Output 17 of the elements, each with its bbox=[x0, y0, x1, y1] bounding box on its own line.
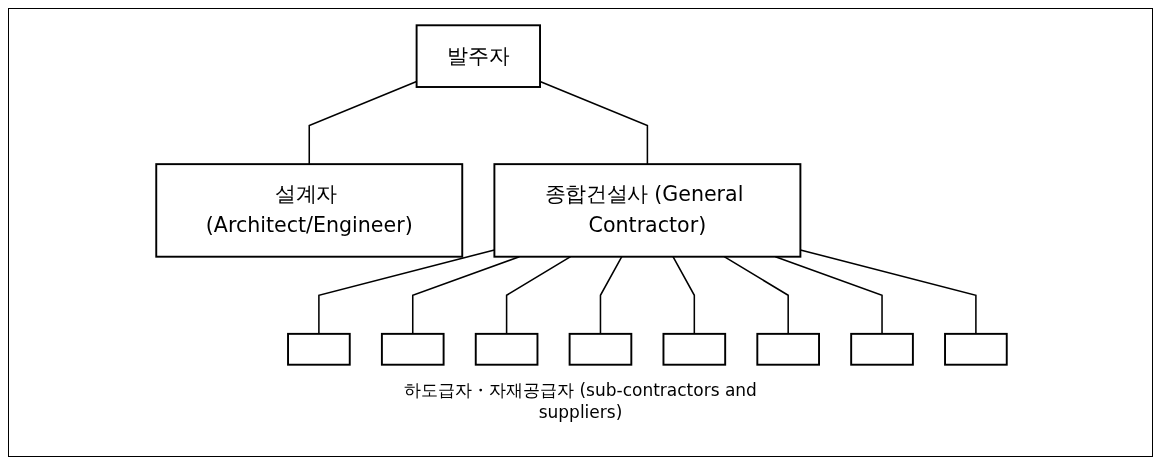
connector bbox=[672, 255, 696, 335]
node-box bbox=[474, 332, 539, 366]
node-box bbox=[944, 332, 1008, 366]
node-box bbox=[568, 332, 633, 366]
node-box bbox=[415, 24, 541, 88]
group-caption: 하도급자・자재공급자 (sub-contractors and suppliers) bbox=[403, 379, 758, 422]
connector bbox=[599, 255, 623, 335]
org-chart: 발주자 설계자 (Architect/Engineer) 종합건설사 (General Contractor) bbox=[19, 15, 1144, 375]
connector bbox=[723, 255, 789, 335]
node-box bbox=[287, 332, 351, 366]
node-box bbox=[850, 332, 914, 366]
node-box bbox=[662, 332, 727, 366]
connector bbox=[505, 255, 572, 335]
node-box bbox=[155, 163, 464, 258]
node-box bbox=[493, 163, 802, 258]
node-box bbox=[756, 332, 820, 366]
node-box bbox=[380, 332, 445, 366]
